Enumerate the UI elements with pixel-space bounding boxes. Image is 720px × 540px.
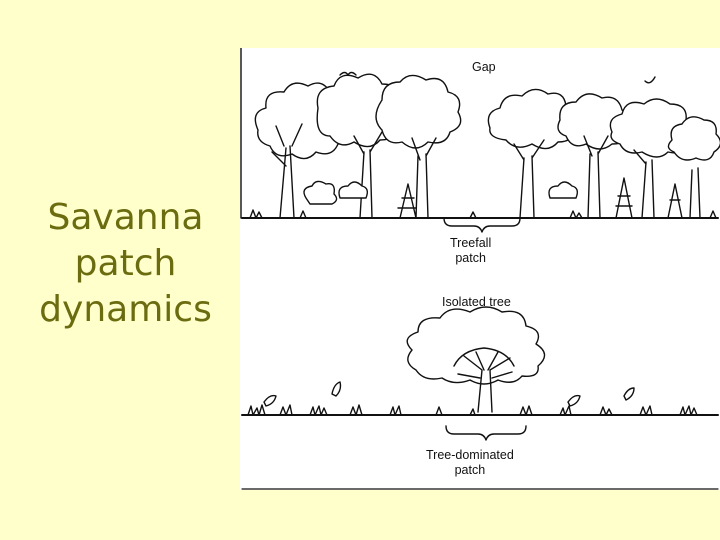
gap-label: Gap bbox=[472, 60, 496, 74]
tree-dominated-patch-label: Tree-dominated patch bbox=[426, 448, 514, 477]
tree-dominated-brace bbox=[445, 425, 527, 441]
forest-left-group bbox=[254, 73, 462, 219]
title-line-3: dynamics bbox=[39, 289, 212, 330]
bird-icon bbox=[339, 71, 357, 76]
forest-right-group bbox=[487, 88, 720, 219]
title-line-2: patch bbox=[74, 243, 177, 284]
isolated-tree-icon bbox=[406, 306, 546, 413]
diagram-drawing bbox=[240, 48, 720, 490]
title-line-1: Savanna bbox=[47, 197, 204, 238]
treefall-brace bbox=[443, 217, 521, 233]
savanna-diagram: Gap Treefall patch Isolated tree Tree-do… bbox=[240, 48, 720, 490]
isolated-tree-label: Isolated tree bbox=[442, 295, 511, 309]
treefall-patch-label: Treefall patch bbox=[450, 236, 492, 265]
slide-title: Savanna patch dynamics bbox=[18, 195, 233, 333]
bird-icon bbox=[644, 76, 656, 84]
